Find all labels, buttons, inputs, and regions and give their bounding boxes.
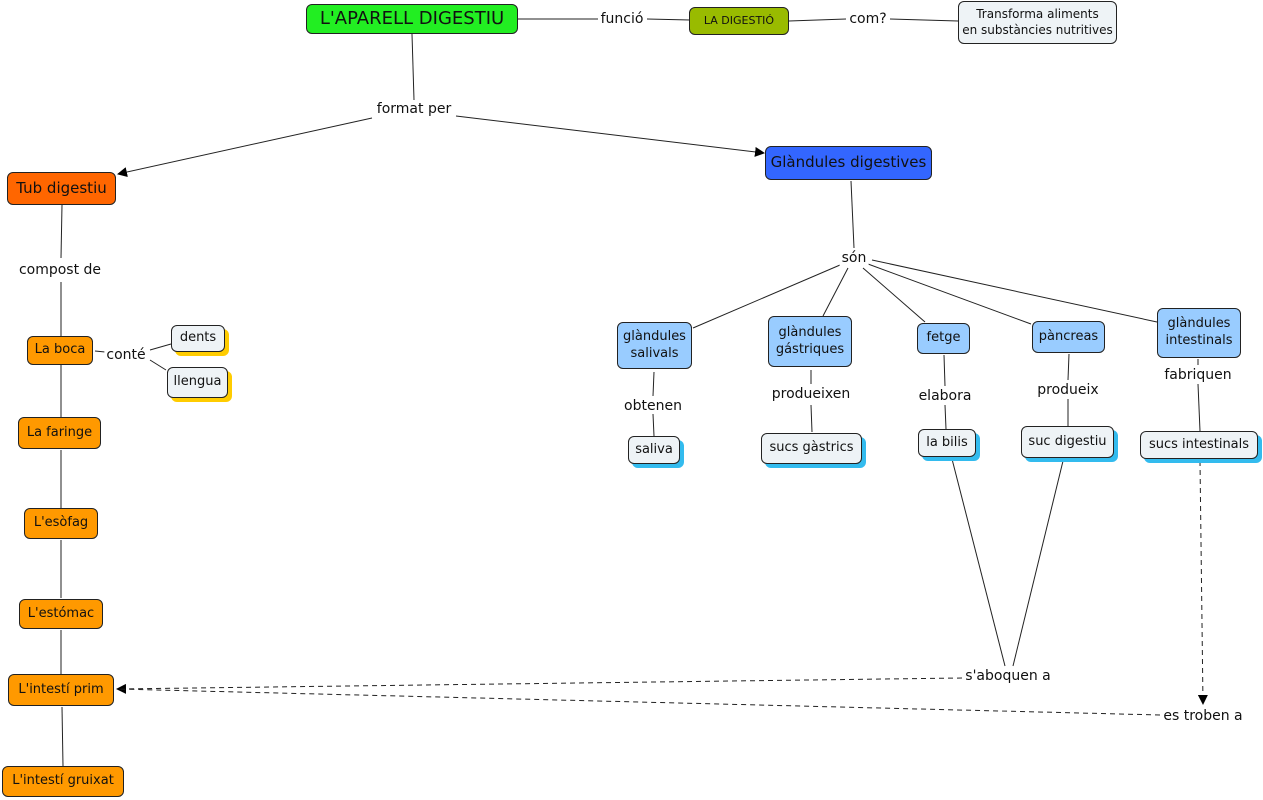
line-com-transform (889, 18, 959, 22)
link-fabriquen: fabriquen (1162, 367, 1234, 383)
concept-intesti-gruixat[interactable]: L'intestí gruixat (2, 766, 124, 797)
link-format-per: format per (374, 101, 454, 117)
link-saboquen-a: s'aboquen a (963, 668, 1053, 684)
intestinals-line-2: intestinals (1165, 333, 1233, 348)
dashed-sucs-estroben (1197, 460, 1208, 705)
transform-line-1: Transforma aliments (976, 6, 1099, 21)
line-prim-gruixat (61, 706, 64, 767)
salivals-line-2: salivals (630, 345, 679, 361)
link-produeix: produeix (1035, 382, 1101, 398)
concept-estomac[interactable]: L'estómac (19, 599, 103, 629)
line-produeixen-sucs (810, 404, 813, 433)
concept-glandules-digestives[interactable]: Glàndules digestives (765, 146, 932, 180)
line-pancreas-produeix (1067, 353, 1070, 381)
concept-la-faringe[interactable]: La faringe (18, 417, 101, 449)
concept-suc-digestiu[interactable]: suc digestiu (1021, 426, 1114, 458)
concept-la-bilis[interactable]: la bilis (918, 429, 976, 457)
gastriques-line-1: glàndules (778, 324, 842, 340)
line-son-salivals (692, 264, 841, 329)
concept-la-digestio[interactable]: LA DIGESTIÓ (689, 7, 789, 35)
link-son: són (839, 250, 869, 266)
dashed-saboquen-prim (116, 677, 963, 694)
line-bilis-saboquen (951, 458, 1006, 667)
line-funcio-digestio (646, 18, 691, 21)
concept-dents[interactable]: dents (171, 325, 225, 352)
line-digestio-com (788, 18, 847, 22)
transform-line-2: en substàncies nutritives (962, 22, 1113, 37)
link-obtenen: obtenen (622, 398, 684, 414)
line-boca-conte (94, 350, 106, 353)
salivals-line-1: glàndules (623, 328, 686, 344)
gastriques-line-2: gástriques (775, 341, 845, 357)
line-conte-llengua (149, 359, 167, 371)
concept-pancreas[interactable]: pàncreas (1032, 321, 1105, 353)
line-suc-saboquen (1012, 460, 1064, 667)
link-produeixen: produeixen (769, 386, 853, 402)
concept-glandules-gastriques[interactable]: glàndules gástriques (768, 316, 852, 367)
concept-glandules-salivals[interactable]: glàndules salivals (617, 322, 692, 369)
concept-sucs-gastrics[interactable]: sucs gàstrics (761, 433, 862, 464)
link-funcio: funció (598, 11, 646, 27)
concept-glandules-intestinals[interactable]: glàndules intestinals (1157, 308, 1241, 358)
link-compost-de: compost de (16, 262, 104, 278)
link-com: com? (847, 11, 889, 27)
line-son-pancreas (867, 263, 1032, 325)
concept-fetge[interactable]: fetge (917, 323, 970, 354)
concept-llengua[interactable]: llengua (167, 367, 228, 398)
line-format-tub (117, 117, 373, 177)
line-elabora-bilis (944, 404, 947, 430)
line-format-glandules (455, 115, 765, 157)
line-fetge-elabora (943, 354, 946, 387)
concept-esofag[interactable]: L'esòfag (24, 508, 98, 539)
line-son-gastriques (822, 267, 849, 317)
intestinals-line-1: glàndules (1167, 316, 1231, 332)
line-obtenen-saliva (652, 413, 655, 437)
link-es-troben-a: es troben a (1161, 708, 1245, 724)
line-conte-dents (149, 343, 172, 351)
dashed-estroben-prim (116, 688, 1161, 716)
concept-transforma-aliments[interactable]: Transforma aliments en substàncies nutri… (958, 1, 1117, 44)
concept-sucs-intestinals[interactable]: sucs intestinals (1140, 431, 1258, 459)
line-son-fetge (862, 267, 926, 323)
concept-la-boca[interactable]: La boca (27, 336, 93, 365)
line-son-intestinals (871, 259, 1158, 323)
link-conte: conté (104, 347, 148, 363)
concept-intesti-prim[interactable]: L'intestí prim (8, 674, 114, 706)
concept-saliva[interactable]: saliva (628, 436, 680, 464)
concept-tub-digestiu[interactable]: Tub digestiu (7, 172, 116, 205)
line-salivals-obtenen (652, 371, 655, 397)
line-root-format (411, 33, 415, 101)
line-fabriquen-sucs (1197, 383, 1201, 432)
line-tub-compost (60, 204, 63, 259)
link-elabora: elabora (916, 388, 974, 404)
concept-aparell-digestiu[interactable]: L'APARELL DIGESTIU (306, 4, 518, 34)
line-glandules-son (850, 180, 855, 249)
